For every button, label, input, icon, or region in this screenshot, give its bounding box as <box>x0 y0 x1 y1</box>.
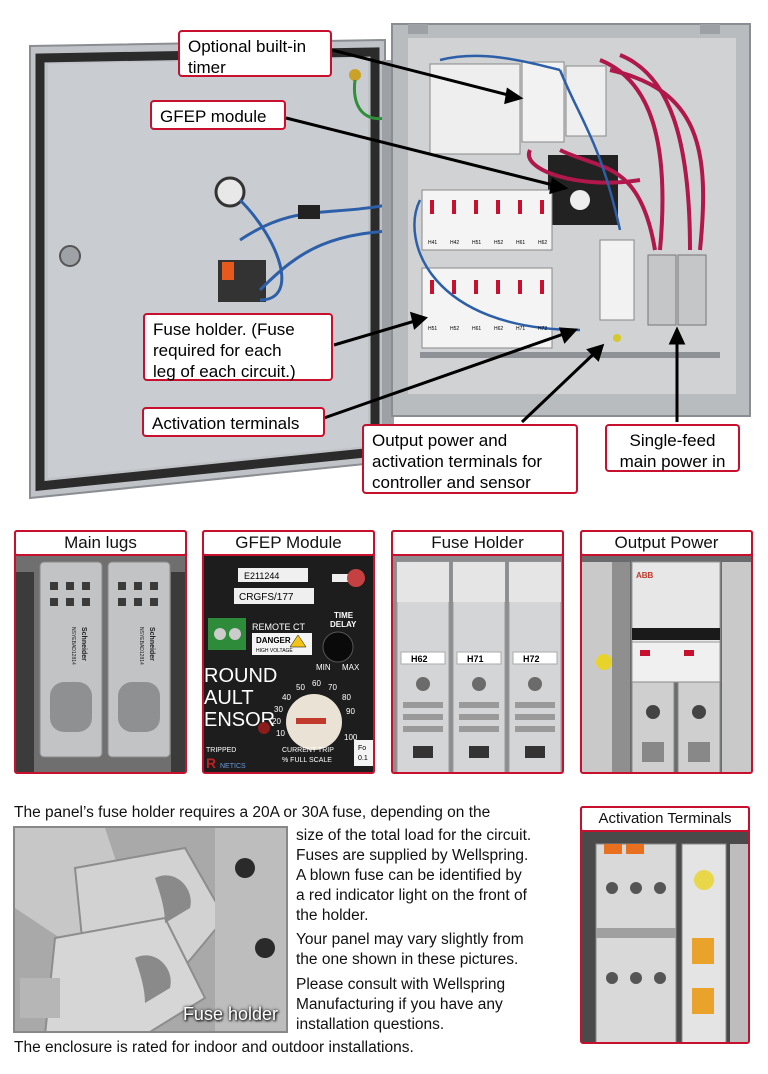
breaker-label: H52 <box>494 240 503 246</box>
lug-model: NSYEBAD12814 <box>138 627 144 665</box>
main-lugs-image: Schneider NSYEBAD12814 Schneider NSYEBAD… <box>16 532 185 772</box>
dial-tick: 60 <box>312 679 321 688</box>
breaker-label: H61 <box>516 240 525 246</box>
timer <box>521 61 565 143</box>
dial-tick: 30 <box>274 705 283 714</box>
enclosure-photo: H41 H42 H51 H52 H61 H62 H51 H52 H61 H62 … <box>0 0 768 515</box>
gfep-min: MIN <box>316 663 331 672</box>
breaker-label: H51 <box>428 326 437 332</box>
intro-text: The panel’s fuse holder requires a 20A o… <box>14 804 491 821</box>
activation-terminals-image <box>582 808 748 1042</box>
gfep-max: MAX <box>342 663 360 672</box>
paragraph-fuse-info: size of the total load for the circuit. … <box>296 827 532 924</box>
fuse-label: H62 <box>411 654 428 664</box>
dial-tick: 50 <box>296 683 305 692</box>
breaker-row-2 <box>421 267 553 349</box>
callout-timer: Optional built-in timer <box>178 30 332 77</box>
ground-lug <box>349 69 361 81</box>
thumb-title-main-lugs: Main lugs <box>14 530 187 556</box>
thumb-title-gfep: GFEP Module <box>202 530 375 556</box>
fuse-photo-label: Fuse holder <box>182 1004 278 1024</box>
breaker-label: H62 <box>494 326 503 332</box>
gfep-corner-2: 0.1 <box>358 755 368 762</box>
breaker-label: H41 <box>428 240 437 246</box>
pilot-light <box>214 176 246 208</box>
gfep-danger: DANGER <box>256 636 291 645</box>
thumb-main-lugs: Schneider NSYEBAD12814 Schneider NSYEBAD… <box>14 530 187 774</box>
lug-brand: Schneider <box>148 627 155 661</box>
abb-brand: ABB <box>636 571 654 580</box>
thumb-fuse-holder: H62 H71 H72 <box>391 530 564 774</box>
thumb-output-power: ABB <box>580 530 753 774</box>
breaker-label: H72 <box>538 326 547 332</box>
gfep-full-scale: % FULL SCALE <box>282 757 332 764</box>
breaker-label: H71 <box>516 326 525 332</box>
fuse-holder-closeup <box>15 828 286 1031</box>
door-latch <box>59 245 81 267</box>
gfep-brand-tail: NETICS <box>220 763 246 770</box>
output-breaker <box>599 239 635 321</box>
main-lug-2 <box>677 254 707 326</box>
breaker-label: H61 <box>472 326 481 332</box>
dial-tick: 80 <box>342 693 351 702</box>
lug-brand: Schneider <box>80 627 87 661</box>
main-lug-1 <box>647 254 677 326</box>
gfep-current-trip: CURRENT TRIP <box>282 747 334 754</box>
thumb-title-fuse-holder: Fuse Holder <box>391 530 564 556</box>
dial-tick: 20 <box>272 717 281 726</box>
breaker-label: H52 <box>450 326 459 332</box>
thumb-gfep: E211244 CRGFS/177 TIME DELAY REMOTE CT D… <box>202 530 375 774</box>
callout-gfep: GFEP module <box>150 100 286 130</box>
breaker-label: H51 <box>472 240 481 246</box>
gfep-high-voltage: HIGH VOLTAGE <box>256 648 293 654</box>
paragraph-contact: Please consult with Wellspring Manufactu… <box>296 976 506 1033</box>
breaker-label: H62 <box>538 240 547 246</box>
activation-terminals-photo <box>580 806 750 1044</box>
dial-tick: 90 <box>346 707 355 716</box>
gfep-model: CRGFS/177 <box>239 592 294 603</box>
lug-model: NSYEBAD12814 <box>70 627 76 665</box>
gfep-image: E211244 CRGFS/177 TIME DELAY REMOTE CT D… <box>204 532 373 772</box>
fuse-label: H72 <box>523 654 540 664</box>
breaker-row-1 <box>421 189 553 251</box>
gfep-time: TIME <box>334 611 354 620</box>
dial-tick: 100 <box>344 733 358 742</box>
gfep-ground: ROUND <box>204 665 277 687</box>
output-power-image: ABB <box>582 532 751 772</box>
thumb-title-output-power: Output Power <box>580 530 753 556</box>
callout-main-power: Single-feed main power in <box>605 424 740 472</box>
gfep-remote-ct: REMOTE CT <box>252 622 306 632</box>
dial-tick: 10 <box>276 729 285 738</box>
gfep-cert: E211244 <box>244 571 279 581</box>
dial-tick: 70 <box>328 683 337 692</box>
gfep-sensor: ENSOR <box>204 709 275 731</box>
gfep-brand-initial: R <box>206 755 216 771</box>
callout-fuse-holder: Fuse holder. (Fuse required for each leg… <box>143 313 333 381</box>
callout-activation: Activation terminals <box>142 407 325 437</box>
paragraph-variation: Your panel may vary slightly from the on… <box>296 931 524 968</box>
fuse-holder-image: H62 H71 H72 <box>393 532 562 772</box>
fuse-label: H71 <box>467 654 484 664</box>
footer-text: The enclosure is rated for indoor and ou… <box>14 1039 414 1056</box>
breaker-label: H42 <box>450 240 459 246</box>
fuse-holder-photo: Fuse holder <box>13 826 288 1033</box>
gfep-tripped: TRIPPED <box>206 747 236 754</box>
dial-tick: 40 <box>282 693 291 702</box>
gfep-fault: AULT <box>204 687 254 709</box>
thumb-title-activation-terminals: Activation Terminals <box>580 806 750 832</box>
callout-output-power: Output power and activation terminals fo… <box>362 424 578 494</box>
gfep-corner-1: Fo <box>358 745 366 752</box>
gfep-delay: DELAY <box>330 620 357 629</box>
